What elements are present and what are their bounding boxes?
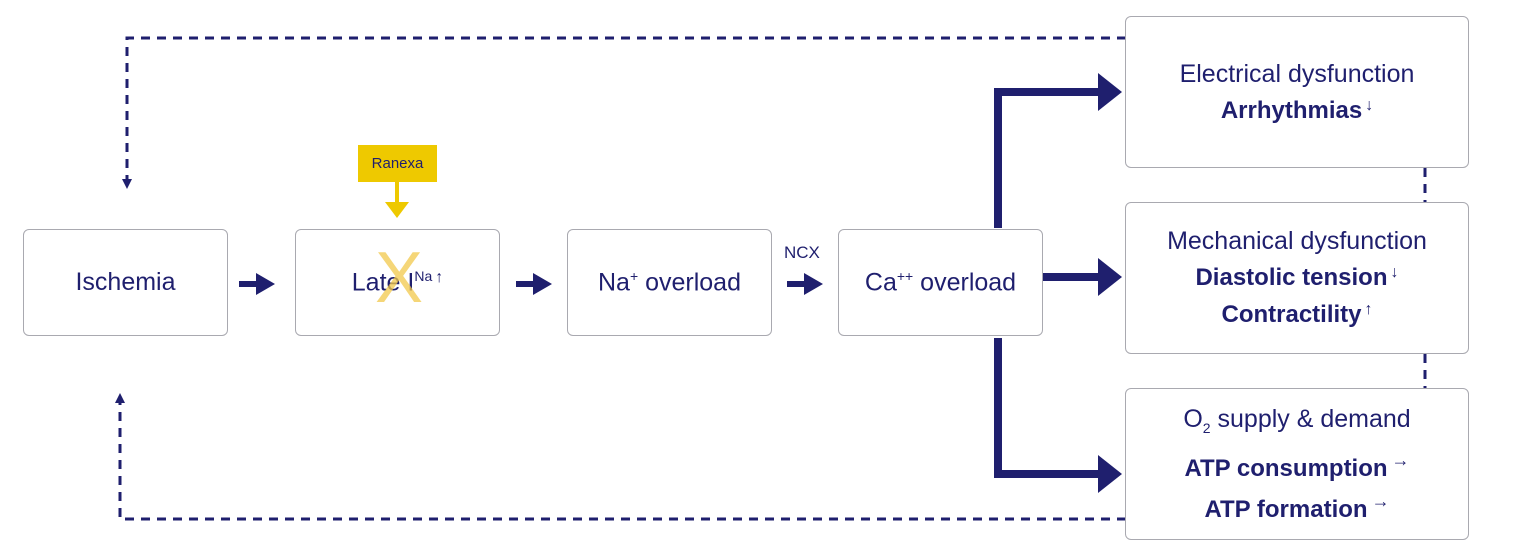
contractility-label: Contractility: [1221, 301, 1362, 328]
contractility-line: Contractility↑: [1221, 294, 1372, 331]
na-overload-node: Na+ overload: [567, 229, 772, 336]
arrow-late-ina-to-na-overload: [516, 273, 552, 295]
o2-suffix: supply & demand: [1210, 404, 1411, 433]
late-ina-subscript: Na: [414, 267, 433, 284]
inhibition-cross-icon: X: [374, 238, 424, 318]
ca-suffix: overload: [913, 268, 1017, 297]
atp-formation-label: ATP formation: [1204, 495, 1368, 523]
ranexa-drug-label: Ranexa: [358, 145, 437, 182]
atp-consumption-line: ATP consumption→: [1184, 444, 1409, 485]
ischemia-label: Ischemia: [75, 268, 176, 296]
arrow-ca-to-energetic: [994, 338, 1122, 493]
ca-overload-node: Ca++ overload: [838, 229, 1043, 336]
late-ina-label: Late INa↑: [352, 268, 443, 297]
na-overload-label: Na+ overload: [598, 268, 741, 297]
diastolic-tension-label: Diastolic tension: [1195, 264, 1388, 291]
arrow-ischemia-to-late-ina: [239, 273, 275, 295]
electrical-title: Electrical dysfunction: [1179, 59, 1415, 88]
feedback-loop-bottom: [115, 393, 1126, 521]
late-ina-up-arrow-icon: ↑: [435, 269, 444, 287]
mechanical-dysfunction-box: Mechanical dysfunction Diastolic tension…: [1125, 202, 1469, 354]
ca-prefix: Ca: [864, 268, 897, 297]
arrow-ca-to-mechanical: [1043, 258, 1122, 296]
arrhythmias-down-arrow-icon: ↓: [1365, 96, 1374, 114]
arrhythmias-line: Arrhythmias↓: [1221, 90, 1373, 127]
late-ina-node: Late INa↑: [295, 229, 500, 336]
o2-prefix: O: [1183, 404, 1203, 433]
atp-consumption-label: ATP consumption: [1184, 454, 1388, 482]
ca-charge: ++: [896, 267, 914, 284]
arrhythmias-label: Arrhythmias: [1220, 96, 1363, 124]
diastolic-tension-down-arrow-icon: ↓: [1390, 264, 1399, 281]
mechanical-title: Mechanical dysfunction: [1167, 227, 1427, 255]
arrow-na-to-ca-overload: [787, 273, 823, 295]
na-prefix: Na: [597, 268, 630, 297]
atp-formation-right-arrow-icon: →: [1371, 490, 1390, 511]
late-ina-prefix: Late I: [351, 268, 415, 297]
na-suffix: overload: [638, 268, 741, 297]
atp-consumption-right-arrow-icon: →: [1391, 449, 1410, 470]
ischemia-node: Ischemia: [23, 229, 228, 336]
diastolic-tension-line: Diastolic tension↓: [1195, 257, 1398, 294]
energetic-box: O2 supply & demand ATP consumption→ ATP …: [1125, 388, 1469, 540]
arrow-ca-to-electrical: [994, 73, 1122, 228]
contractility-up-arrow-icon: ↑: [1364, 301, 1373, 318]
energetic-title: O2 supply & demand: [1183, 403, 1410, 444]
feedback-loop-top: [122, 36, 1126, 189]
ca-overload-label: Ca++ overload: [865, 268, 1016, 297]
ncx-label: NCX: [784, 243, 820, 262]
atp-formation-line: ATP formation→: [1204, 485, 1389, 526]
na-charge: +: [629, 267, 639, 284]
electrical-dysfunction-box: Electrical dysfunction Arrhythmias↓: [1125, 16, 1469, 168]
o2-subscript: 2: [1202, 419, 1211, 436]
drug-arrow: [385, 182, 409, 218]
